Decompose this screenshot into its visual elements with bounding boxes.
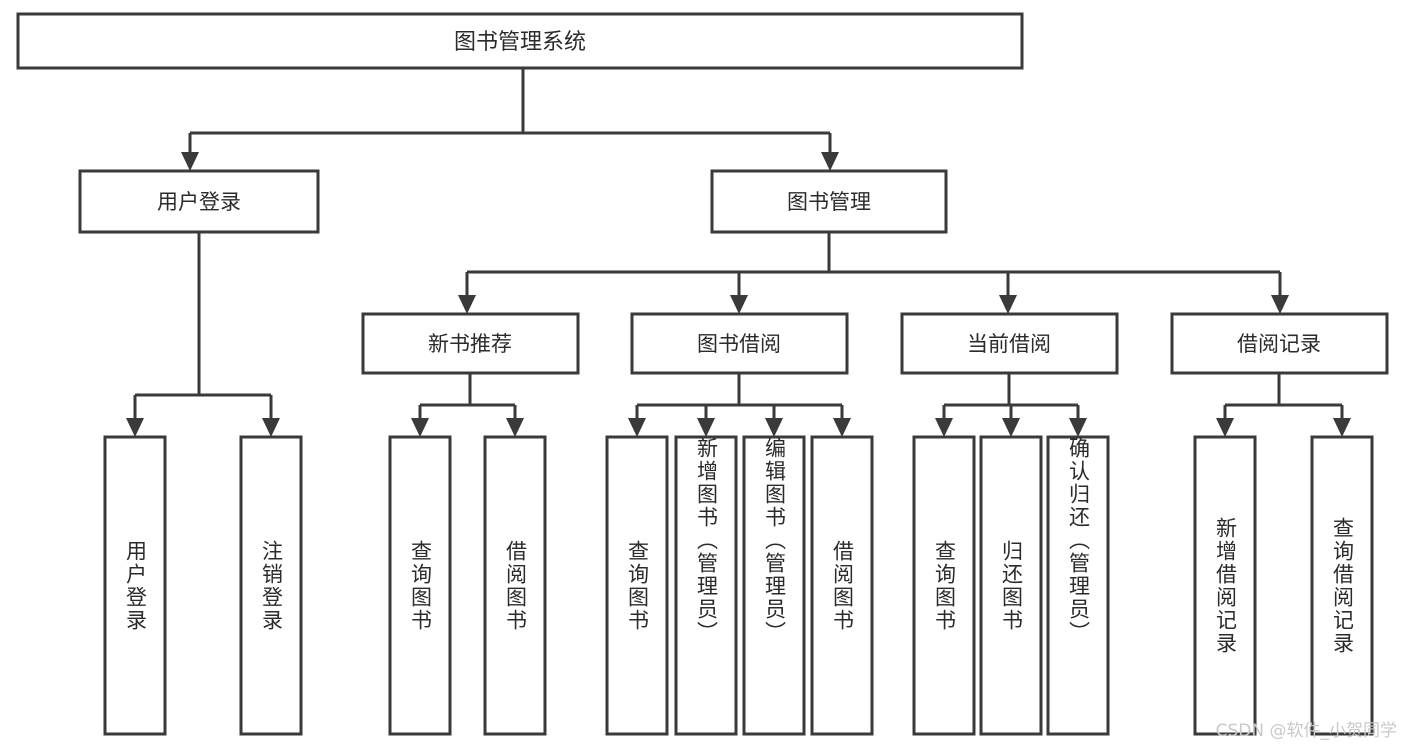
book-borrow-box[interactable] (630, 312, 849, 375)
arrow-head-icon (730, 295, 748, 314)
leaf-box-query-book-1[interactable] (388, 435, 452, 736)
arrow-head-icon (765, 418, 783, 437)
arrow-head-icon (1271, 295, 1289, 314)
arrow-head-icon (1069, 418, 1087, 437)
book-borrow-label: 图书借阅 (697, 332, 781, 356)
leaf-box-edit-book[interactable] (742, 435, 806, 736)
user-login-label: 用户登录 (157, 190, 241, 214)
arrow-head-icon (126, 418, 144, 437)
node-book-management[interactable]: 图书管理 (710, 169, 948, 234)
arrow-head-icon (1002, 418, 1020, 437)
leaf-box-logout-login[interactable] (239, 435, 303, 736)
arrow-head-icon (697, 418, 715, 437)
watermark-text: CSDN @软件_小贺同学 (1215, 721, 1397, 741)
node-new-book-recommend[interactable]: 新书推荐 (361, 312, 580, 375)
leaf-box-add-record[interactable] (1193, 435, 1257, 736)
arrow-head-icon (411, 418, 429, 437)
node-borrow-record[interactable]: 借阅记录 (1170, 312, 1389, 375)
arrow-head-icon (935, 418, 953, 437)
arrow-head-icon (181, 152, 199, 171)
leaf-box-query-book-3[interactable] (912, 435, 976, 736)
borrow-record-box[interactable] (1170, 312, 1389, 375)
arrow-head-icon (821, 152, 839, 171)
book-management-label: 图书管理 (787, 190, 871, 214)
node-current-borrow[interactable]: 当前借阅 (900, 312, 1119, 375)
node-book-borrow[interactable]: 图书借阅 (630, 312, 849, 375)
root-label: 图书管理系统 (454, 30, 586, 55)
leaf-box-user-login[interactable] (103, 435, 167, 736)
root-box[interactable] (16, 12, 1024, 70)
arrow-head-icon (833, 418, 851, 437)
leaf-box-query-record[interactable] (1310, 435, 1374, 736)
arrow-head-icon (1216, 418, 1234, 437)
arrow-head-icon (262, 418, 280, 437)
new-book-recommend-box[interactable] (361, 312, 580, 375)
leaf-box-borrow-book-2[interactable] (810, 435, 874, 736)
borrow-record-label: 借阅记录 (1237, 332, 1321, 356)
leaf-box-borrow-book-1[interactable] (483, 435, 547, 736)
book-management-box[interactable] (710, 169, 948, 234)
node-user-login[interactable]: 用户登录 (78, 169, 320, 234)
arrow-head-icon (628, 418, 646, 437)
current-borrow-label: 当前借阅 (967, 332, 1051, 356)
arrow-head-icon (458, 295, 476, 314)
leaf-box-confirm-return[interactable] (1046, 435, 1110, 736)
leaf-box-query-book-2[interactable] (605, 435, 669, 736)
new-book-recommend-label: 新书推荐 (428, 332, 512, 356)
leaf-box-return-book[interactable] (979, 435, 1043, 736)
leaf-box-add-book[interactable] (674, 435, 738, 736)
node-root[interactable]: 图书管理系统 (16, 12, 1024, 70)
arrow-head-icon (506, 418, 524, 437)
arrow-head-icon (1333, 418, 1351, 437)
arrow-head-icon (999, 295, 1017, 314)
current-borrow-box[interactable] (900, 312, 1119, 375)
